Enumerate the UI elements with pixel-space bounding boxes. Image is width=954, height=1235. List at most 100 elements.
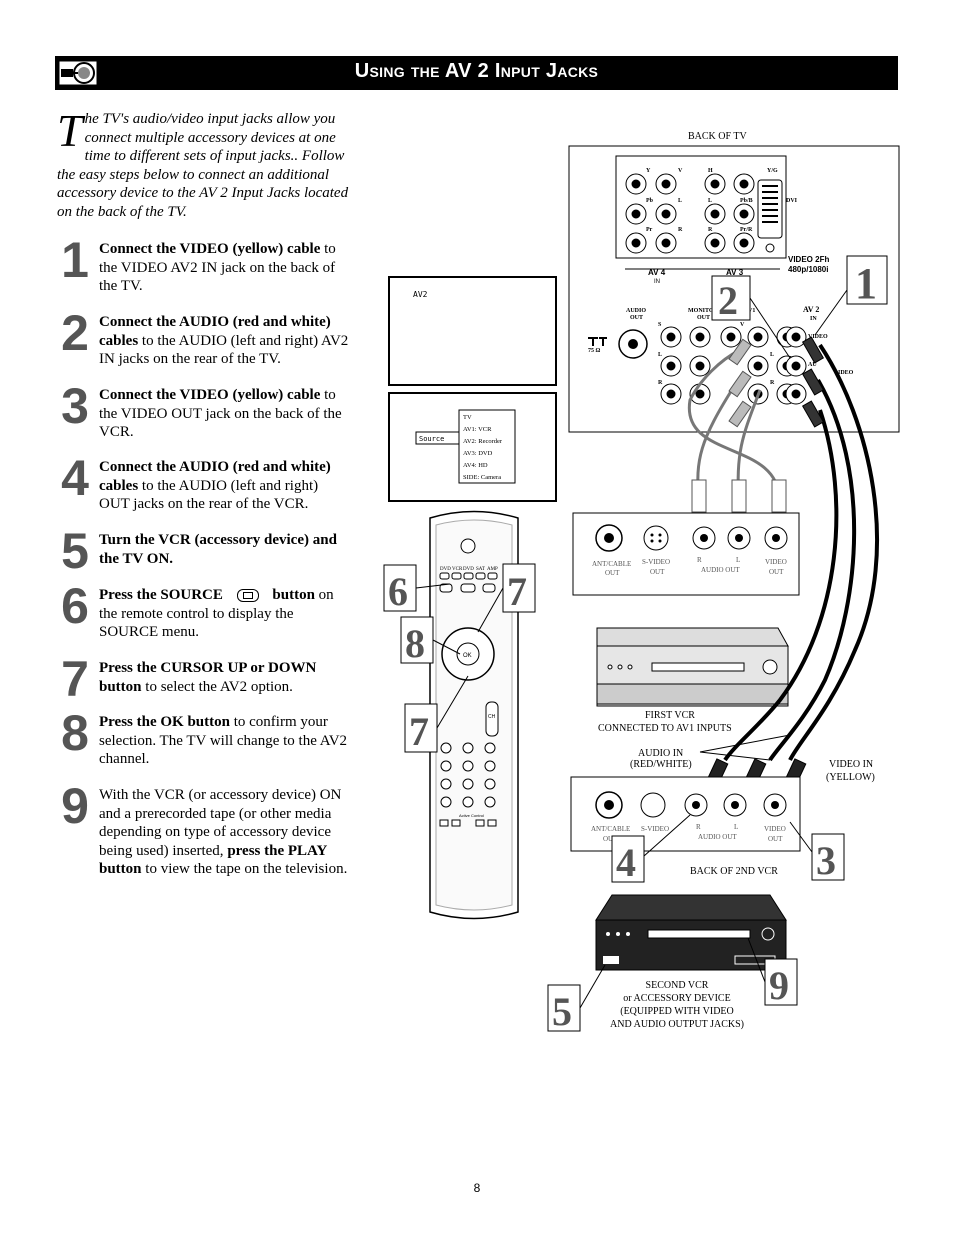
step-text: Press the CURSOR UP or DOWN button to se…	[99, 660, 317, 695]
svg-text:AV1: VCR: AV1: VCR	[463, 426, 492, 433]
svg-text:OUT: OUT	[650, 568, 665, 576]
svg-text:Source: Source	[419, 435, 444, 443]
svg-text:ANT/CABLE: ANT/CABLE	[592, 560, 631, 568]
svg-text:V: V	[740, 322, 745, 328]
svg-text:Active Control: Active Control	[459, 813, 484, 818]
svg-text:8: 8	[405, 621, 425, 666]
tv-plugs-black	[801, 336, 825, 428]
svg-text:BACK OF 2ND VCR: BACK OF 2ND VCR	[690, 866, 778, 877]
component-jacks	[625, 173, 755, 254]
svg-text:VIDEO: VIDEO	[808, 334, 828, 340]
svg-text:(EQUIPPED WITH VIDEO: (EQUIPPED WITH VIDEO	[620, 1006, 734, 1017]
intro-text: he TV's audio/video input jacks allow yo…	[57, 111, 349, 220]
svg-text:IDEO: IDEO	[838, 370, 854, 376]
svg-text:or ACCESSORY DEVICE: or ACCESSORY DEVICE	[623, 993, 730, 1004]
step-number: 8	[61, 705, 89, 761]
svg-text:OK: OK	[463, 653, 472, 659]
svg-text:AV3: DVD: AV3: DVD	[463, 450, 493, 457]
svg-text:7: 7	[409, 709, 429, 754]
svg-text:DVD: DVD	[463, 567, 474, 572]
callout-8: 8	[400, 616, 434, 666]
svg-text:2: 2	[718, 278, 738, 323]
source-menu	[458, 409, 516, 484]
svg-text:S: S	[658, 322, 662, 328]
svg-text:AV 3: AV 3	[726, 268, 744, 277]
tv-screen-av2	[388, 276, 557, 386]
callout-7a: 7	[502, 563, 536, 614]
svg-text:OUT: OUT	[768, 835, 783, 843]
svg-text:AV2: AV2	[413, 290, 428, 299]
svg-text:SIDE: Camera: SIDE: Camera	[463, 474, 501, 481]
step-number: 5	[61, 523, 89, 579]
cable-plug-icon	[58, 60, 98, 86]
svg-text:7: 7	[507, 569, 527, 614]
svg-text:VCR: VCR	[452, 567, 463, 572]
svg-text:Y: Y	[646, 168, 651, 174]
svg-text:SAT: SAT	[476, 567, 485, 572]
svg-text:V: V	[678, 168, 683, 174]
svg-text:VIDEO 2Fh: VIDEO 2Fh	[788, 255, 829, 264]
svg-text:IN: IN	[654, 279, 660, 285]
vcr2-front	[595, 919, 787, 971]
step-number: 3	[61, 378, 89, 434]
svg-text:R: R	[696, 823, 701, 831]
svg-text:CONNECTED TO AV1 INPUTS: CONNECTED TO AV1 INPUTS	[598, 723, 732, 734]
svg-text:75 Ω: 75 Ω	[588, 348, 601, 354]
page-title: Using the AV 2 Input Jacks	[354, 60, 599, 82]
svg-text:OUT: OUT	[697, 315, 710, 321]
svg-text:AV 2: AV 2	[803, 305, 819, 314]
svg-text:AUDIO IN: AUDIO IN	[638, 748, 683, 759]
svg-text:DVD: DVD	[440, 567, 451, 572]
svg-text:VIDEO IN: VIDEO IN	[829, 759, 873, 770]
svg-text:AV 4: AV 4	[648, 268, 666, 277]
source-button-icon	[236, 589, 259, 603]
svg-text:Pr: Pr	[646, 227, 653, 233]
callout-4: 4	[611, 835, 645, 885]
ok-button	[456, 642, 480, 666]
section-header: Using the AV 2 Input Jacks	[55, 56, 898, 90]
tv-plugs-gray	[728, 338, 752, 428]
svg-text:AUDIO: AUDIO	[626, 308, 646, 314]
svg-text:6: 6	[388, 569, 408, 614]
svg-text:L: L	[708, 198, 712, 204]
step-number: 9	[61, 778, 89, 834]
callout-9: 9	[764, 958, 798, 1008]
svg-text:TV: TV	[463, 414, 472, 421]
svg-text:DVI: DVI	[786, 198, 798, 204]
callout-5: 5	[547, 984, 581, 1034]
svg-text:3: 3	[816, 838, 836, 883]
svg-text:9: 9	[769, 963, 789, 1008]
callout-2: 2	[711, 275, 751, 323]
svg-text:(RED/WHITE): (RED/WHITE)	[630, 759, 692, 770]
svg-text:L: L	[736, 556, 740, 564]
svg-text:CH: CH	[488, 714, 496, 720]
svg-text:1: 1	[855, 259, 877, 308]
svg-text:OUT: OUT	[769, 568, 784, 576]
step-number: 4	[61, 450, 89, 506]
svg-text:IN: IN	[810, 316, 817, 322]
step-number: 2	[61, 305, 89, 361]
svg-text:Pr/R: Pr/R	[740, 227, 753, 233]
svg-text:R: R	[678, 227, 683, 233]
svg-text:V1: V1	[748, 308, 755, 314]
svg-text:R: R	[708, 227, 713, 233]
svg-text:VIDEO: VIDEO	[764, 825, 786, 833]
svg-text:5: 5	[552, 989, 572, 1034]
svg-text:H: H	[708, 168, 713, 174]
svg-text:AUDIO OUT: AUDIO OUT	[698, 833, 737, 841]
step-number: 6	[61, 578, 89, 634]
svg-text:R: R	[770, 380, 775, 386]
step-number: 1	[61, 232, 89, 288]
svg-text:S-VIDEO: S-VIDEO	[642, 558, 670, 566]
step-number: 7	[61, 651, 89, 707]
svg-text:FIRST VCR: FIRST VCR	[645, 710, 695, 721]
svg-text:R: R	[658, 380, 663, 386]
page-number: 8	[473, 1181, 481, 1195]
svg-text:L: L	[734, 823, 738, 831]
svg-text:L: L	[770, 352, 774, 358]
svg-text:Y/G: Y/G	[767, 168, 778, 174]
vcr1-plugs	[691, 479, 787, 513]
svg-text:MONITO: MONITO	[688, 308, 714, 314]
step-text: With the VCR (or accessory device) ON an…	[99, 787, 348, 877]
